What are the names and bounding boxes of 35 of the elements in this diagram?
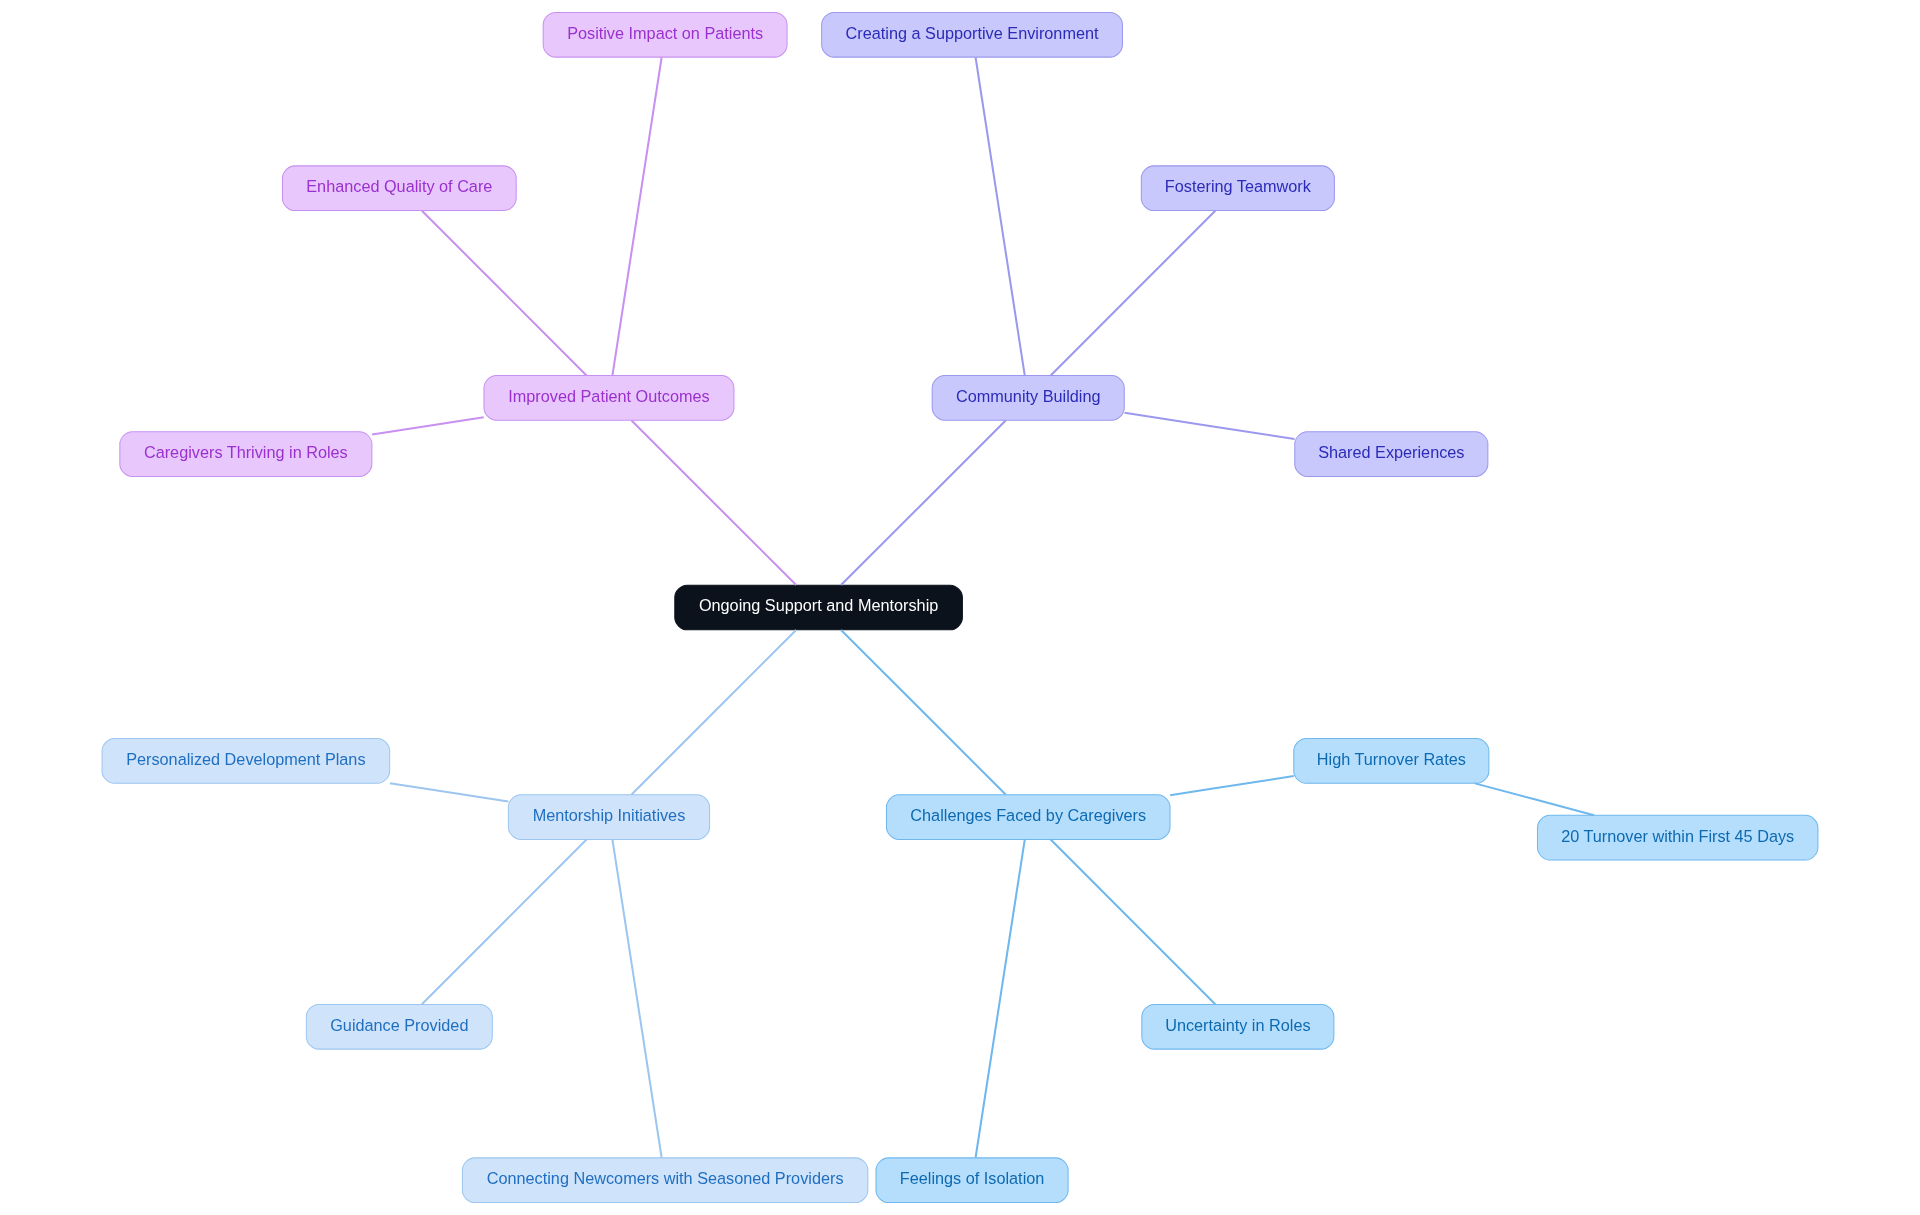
connector [630,629,797,796]
connector [421,210,588,377]
node-box: Challenges Faced by Caregivers [885,794,1171,840]
node-box: Shared Experiences [1294,431,1489,477]
connector [630,419,797,586]
connector [611,839,663,1158]
connector [1049,838,1216,1005]
connector [1124,411,1295,441]
node-box: Feelings of Isolation [875,1157,1069,1204]
node-box: 20 Turnover within First 45 Days [1536,814,1819,861]
node-box: Connecting Newcomers with Seasoned Providers [461,1157,869,1204]
node-box: Positive Impact on Patients [542,11,788,58]
connector [974,57,1026,376]
node-box: Personalized Development Plans [101,738,391,784]
node-box: Improved Patient Outcomes [483,375,735,421]
connector [840,629,1007,796]
node-box: Guidance Provided [305,1003,493,1050]
node-box: Ongoing Support and Mentorship [674,584,963,631]
connector [974,839,1026,1158]
connector [389,782,509,803]
node-box: Fostering Teamwork [1140,165,1335,212]
connector [1049,210,1216,377]
connector [371,416,484,436]
node-box: Caregivers Thriving in Roles [119,431,373,477]
node-box: Community Building [931,375,1125,421]
connector [840,419,1007,586]
connector [1474,782,1595,817]
connector [611,57,663,376]
node-box: Uncertainty in Roles [1141,1003,1335,1050]
node-box: Enhanced Quality of Care [281,165,517,212]
node-box: Creating a Supportive Environment [821,11,1123,58]
node-box: Mentorship Initiatives [507,794,711,840]
connector [421,838,588,1005]
connector [1170,775,1294,797]
node-box: High Turnover Rates [1293,738,1490,784]
